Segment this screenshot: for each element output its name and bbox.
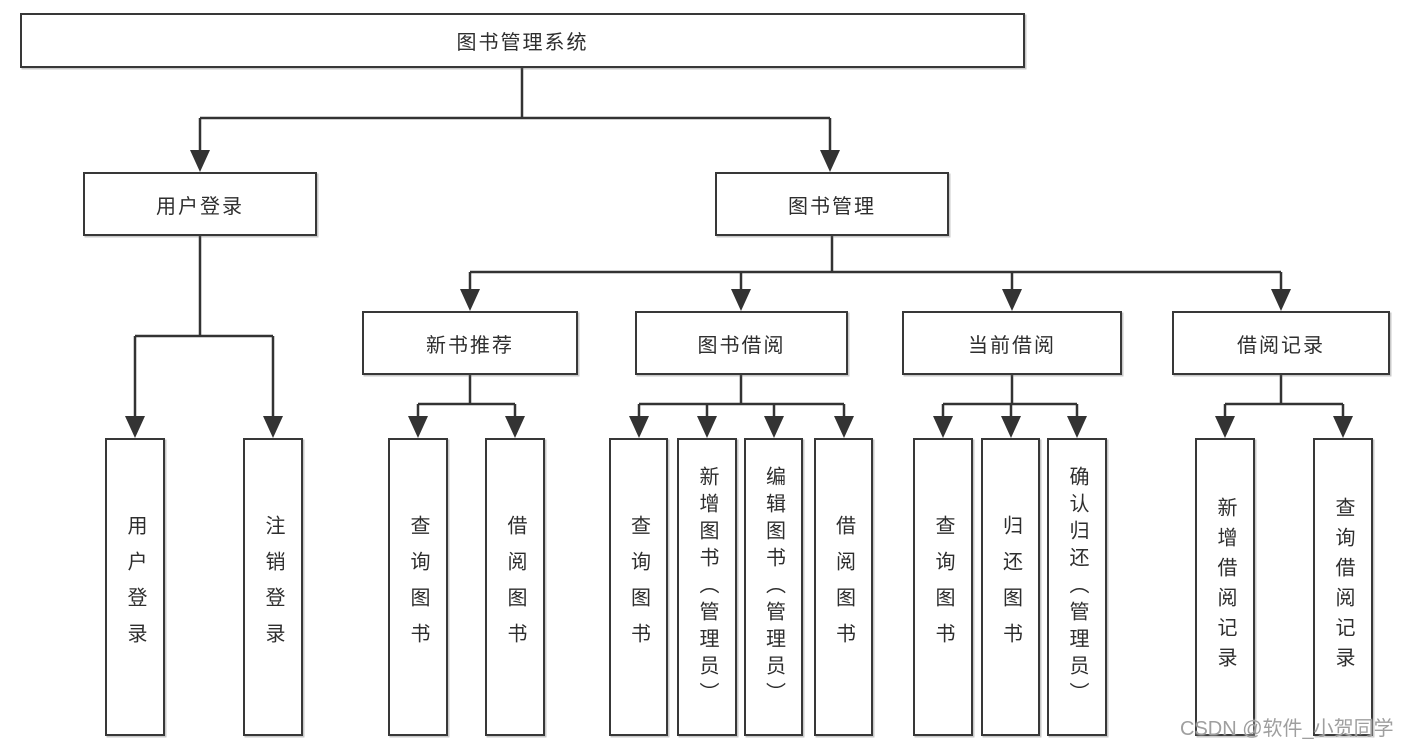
node-leaf-borrow-books-label: 借阅图书 (832, 515, 855, 659)
node-leaf-query-borrow-record: 查询借阅记录 (1313, 438, 1373, 736)
node-leaf-edit-books-admin: 编辑图书（管理员） (744, 438, 803, 736)
node-leaf-confirm-return-admin-label: 确认归还（管理员） (1066, 465, 1088, 709)
node-leaf-query-books-borrowing-label: 查询图书 (627, 515, 650, 659)
node-leaf-query-books-recommend: 查询图书 (388, 438, 448, 736)
node-new-book-recommend-label: 新书推荐 (426, 334, 514, 357)
node-current-borrowing: 当前借阅 (902, 311, 1122, 375)
node-book-borrowing: 图书借阅 (635, 311, 848, 375)
node-leaf-add-borrow-record-label: 新增借阅记录 (1214, 497, 1236, 677)
node-leaf-logout-label: 注销登录 (262, 515, 284, 659)
node-leaf-query-books-borrowing: 查询图书 (609, 438, 668, 736)
node-leaf-confirm-return-admin: 确认归还（管理员） (1047, 438, 1107, 736)
node-book-management-label: 图书管理 (788, 195, 876, 218)
node-current-borrowing-label: 当前借阅 (968, 334, 1056, 357)
connector-path (133, 67, 1345, 418)
node-leaf-return-books-label: 归还图书 (999, 515, 1022, 659)
node-leaf-user-login-label: 用户登录 (124, 515, 146, 659)
node-leaf-return-books: 归还图书 (981, 438, 1040, 736)
node-borrowing-records-label: 借阅记录 (1237, 334, 1325, 357)
node-leaf-add-books-admin: 新增图书（管理员） (677, 438, 737, 736)
node-root-label: 图书管理系统 (456, 32, 589, 54)
node-leaf-query-books-current-label: 查询图书 (932, 515, 954, 659)
node-book-borrowing-label: 图书借阅 (697, 334, 786, 357)
node-book-management: 图书管理 (715, 172, 949, 236)
node-leaf-edit-books-admin-label: 编辑图书（管理员） (762, 465, 785, 709)
node-user-login: 用户登录 (83, 172, 317, 236)
node-leaf-add-borrow-record: 新增借阅记录 (1195, 438, 1255, 736)
node-borrowing-records: 借阅记录 (1172, 311, 1390, 375)
node-leaf-user-login: 用户登录 (105, 438, 165, 736)
node-leaf-add-books-admin-label: 新增图书（管理员） (696, 465, 718, 709)
node-root: 图书管理系统 (20, 13, 1025, 68)
node-leaf-query-borrow-record-label: 查询借阅记录 (1332, 497, 1354, 677)
node-user-login-label: 用户登录 (156, 195, 244, 218)
node-leaf-query-books-recommend-label: 查询图书 (407, 515, 429, 659)
node-new-book-recommend: 新书推荐 (362, 311, 578, 375)
node-leaf-borrow-books: 借阅图书 (814, 438, 873, 736)
node-leaf-query-books-current: 查询图书 (913, 438, 973, 736)
arrowhead-glyphs (125, 150, 1353, 438)
node-leaf-borrow-books-recommend-label: 借阅图书 (504, 515, 526, 659)
node-leaf-logout: 注销登录 (243, 438, 303, 736)
node-leaf-borrow-books-recommend: 借阅图书 (485, 438, 545, 736)
csdn-watermark: CSDN @软件_小贺同学 (1180, 718, 1394, 740)
